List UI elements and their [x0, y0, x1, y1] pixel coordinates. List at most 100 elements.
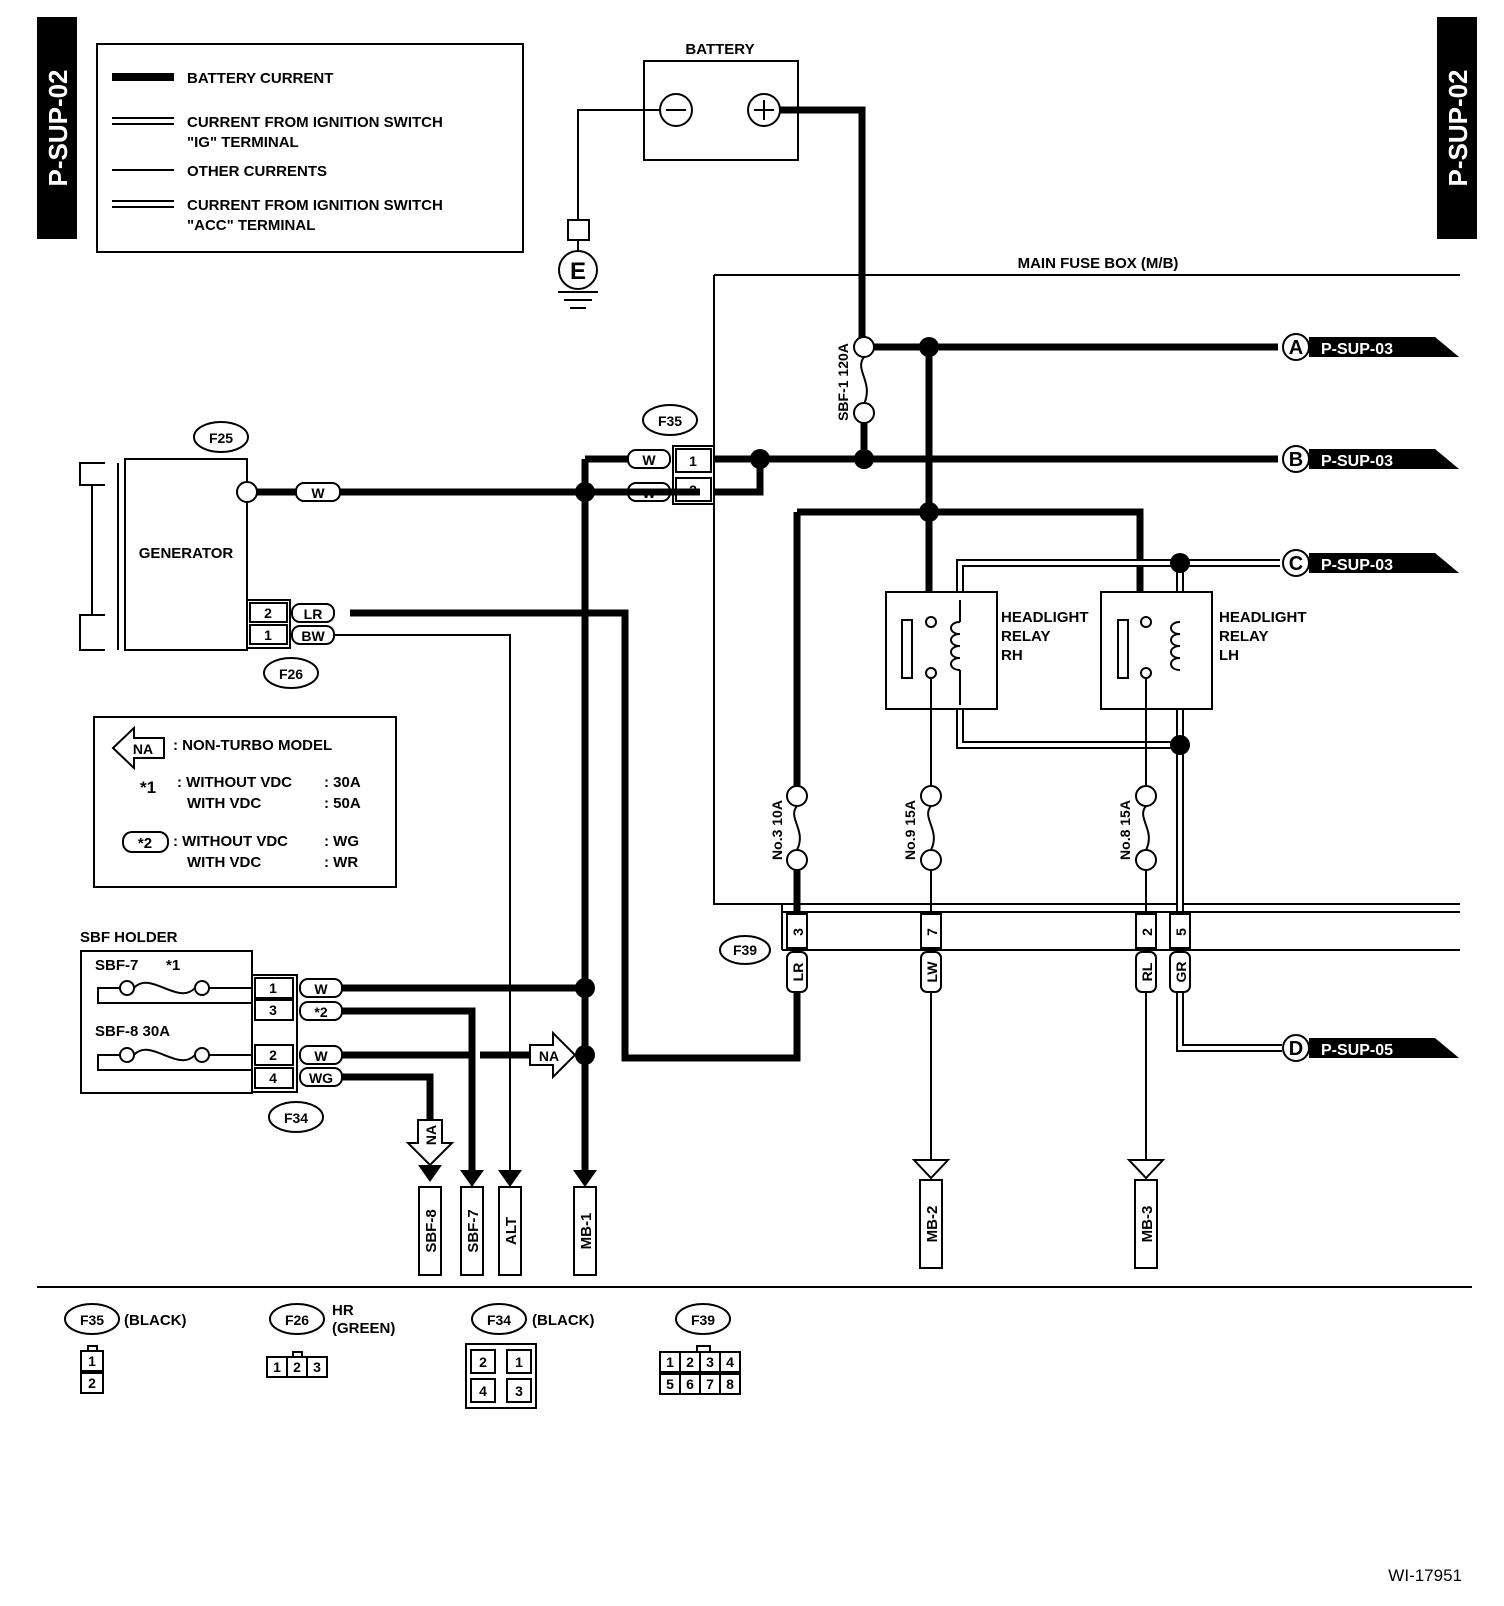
wire-na-down: NA	[423, 1125, 439, 1145]
note-star2-l1: : WITHOUT VDC	[173, 833, 288, 850]
note-star2-l2: WITH VDC	[187, 854, 261, 871]
cv-f26-id: F26	[285, 1312, 309, 1328]
wire-bw: BW	[301, 628, 325, 644]
cv-f35-pin2: 2	[88, 1375, 96, 1391]
wire-w-sbf8: W	[314, 1048, 328, 1064]
wire-star2: *2	[314, 1004, 327, 1020]
terminal-sbf7: SBF-7	[465, 1209, 482, 1252]
terminal-mb1: MB-1	[578, 1213, 595, 1250]
output-a-ref: P-SUP-03	[1321, 341, 1393, 358]
wire-w-sbf7: W	[314, 981, 328, 997]
output-c-ref: P-SUP-03	[1321, 557, 1393, 574]
cv-f34-pin4: 4	[479, 1383, 487, 1399]
figure-id: WI-17951	[1388, 1566, 1462, 1585]
note-star1-v1: : 30A	[324, 774, 361, 791]
output-b-ref: P-SUP-03	[1321, 453, 1393, 470]
f39-pin-3: 3	[790, 928, 806, 936]
battery-label: BATTERY	[685, 41, 754, 58]
output-d: D P-SUP-05	[1282, 1034, 1459, 1062]
cv-f26-desc1: HR	[332, 1302, 354, 1319]
page-tag-left-text: P-SUP-02	[43, 69, 73, 186]
cv-f34-desc: (BLACK)	[532, 1312, 594, 1329]
cv-f39-pin6: 6	[686, 1376, 694, 1392]
battery: BATTERY	[643, 41, 799, 161]
note-star1-v2: : 50A	[324, 795, 361, 812]
wire-wg: WG	[309, 1070, 333, 1086]
cv-f26-desc2: (GREEN)	[332, 1320, 395, 1337]
legend-ig-line1: CURRENT FROM IGNITION SWITCH	[187, 114, 443, 131]
cv-f26-pin1: 1	[273, 1359, 281, 1375]
note-star2-v1: : WG	[324, 833, 359, 850]
legend-battery-current: BATTERY CURRENT	[187, 70, 333, 87]
legend-acc-line1: CURRENT FROM IGNITION SWITCH	[187, 197, 443, 214]
sbf7-mark: *1	[166, 957, 180, 974]
output-d-letter: D	[1289, 1038, 1303, 1060]
wire-w-f35-1: W	[642, 452, 656, 468]
f39-label: F39	[733, 942, 757, 958]
f26-pin-1: 1	[264, 627, 272, 643]
na-arrow-sbf8-icon	[529, 1030, 577, 1080]
cv-f34-pin1: 1	[515, 1354, 523, 1370]
wire-gr: GR	[1173, 962, 1189, 983]
cv-f39-pin5: 5	[666, 1376, 674, 1392]
fuse-no3-label: No.3 10A	[769, 800, 785, 860]
terminal-mb3: MB-3	[1139, 1206, 1156, 1243]
connector-f26: 2 1 F26	[246, 599, 319, 689]
f35-pin-1: 1	[689, 453, 697, 469]
sbf1-terminal-top	[853, 336, 875, 358]
headlight-relay-lh: HEADLIGHT RELAY LH	[1100, 591, 1307, 710]
relay-lh-line2: RELAY	[1219, 628, 1268, 645]
output-a-letter: A	[1289, 337, 1303, 359]
wire-na-sbf8: NA	[539, 1048, 559, 1064]
f34-pin-4: 4	[269, 1070, 277, 1086]
note-na-desc: : NON-TURBO MODEL	[173, 737, 332, 754]
cv-f34-id: F34	[487, 1312, 511, 1328]
f39-pin-7: 7	[924, 928, 940, 936]
wire-rl: RL	[1139, 962, 1155, 981]
fuse-no8-label: No.8 15A	[1117, 800, 1133, 860]
page-tag-right-text: P-SUP-02	[1443, 69, 1473, 186]
note-star1-l1: : WITHOUT VDC	[177, 774, 292, 791]
terminal-sbf8: SBF-8	[423, 1209, 440, 1252]
notes: NA : NON-TURBO MODEL *1 : WITHOUT VDC : …	[93, 716, 397, 888]
relay-rh-line1: HEADLIGHT	[1001, 609, 1089, 626]
f35-label: F35	[658, 413, 682, 429]
f25-label: F25	[209, 430, 233, 446]
f26-pin-2: 2	[264, 605, 272, 621]
f34-label: F34	[284, 1110, 308, 1126]
relay-rh-line2: RELAY	[1001, 628, 1050, 645]
fuse-no3: No.3 10A	[769, 785, 808, 871]
sbf1-terminal-bottom	[853, 402, 875, 424]
sbf8-label: SBF-8 30A	[95, 1023, 170, 1040]
output-b: B P-SUP-03	[1282, 445, 1459, 473]
wire-w-generator: W	[311, 485, 325, 501]
connector-f34: 1 3 2 4 F34	[251, 974, 324, 1133]
legend-acc-line2: "ACC" TERMINAL	[187, 217, 315, 234]
cv-f34-pin2: 2	[479, 1354, 487, 1370]
cv-f39-pin1: 1	[666, 1354, 674, 1370]
note-star1-l2: WITH VDC	[187, 795, 261, 812]
cv-f35-id: F35	[80, 1312, 104, 1328]
cv-f39-pin2: 2	[686, 1354, 694, 1370]
fuse-no9: No.9 15A	[902, 785, 942, 871]
generator-label: GENERATOR	[139, 545, 234, 562]
ground-label: E	[570, 258, 586, 285]
fuse-no9-label: No.9 15A	[902, 800, 918, 860]
legend-other: OTHER CURRENTS	[187, 163, 327, 180]
page-tag-left: P-SUP-02	[37, 17, 77, 239]
connector-view-f26: F26 HR (GREEN) 1 2 3	[266, 1302, 395, 1378]
f34-pin-2: 2	[269, 1047, 277, 1063]
fuse-sbf1-label: SBF-1 120A	[835, 343, 851, 421]
f26-label: F26	[279, 666, 303, 682]
sbf-holder-label: SBF HOLDER	[80, 929, 178, 946]
cv-f34-pin3: 3	[515, 1383, 523, 1399]
f34-pin-3: 3	[269, 1002, 277, 1018]
cv-f39-pin3: 3	[706, 1354, 714, 1370]
wire-lr-generator: LR	[304, 606, 323, 622]
note-star2-v2: : WR	[324, 854, 358, 871]
cv-f39-pin8: 8	[726, 1376, 734, 1392]
main-fuse-box-label: MAIN FUSE BOX (M/B)	[1018, 255, 1179, 272]
note-star2-symbol: *2	[138, 835, 152, 852]
relay-lh-line1: HEADLIGHT	[1219, 609, 1307, 626]
